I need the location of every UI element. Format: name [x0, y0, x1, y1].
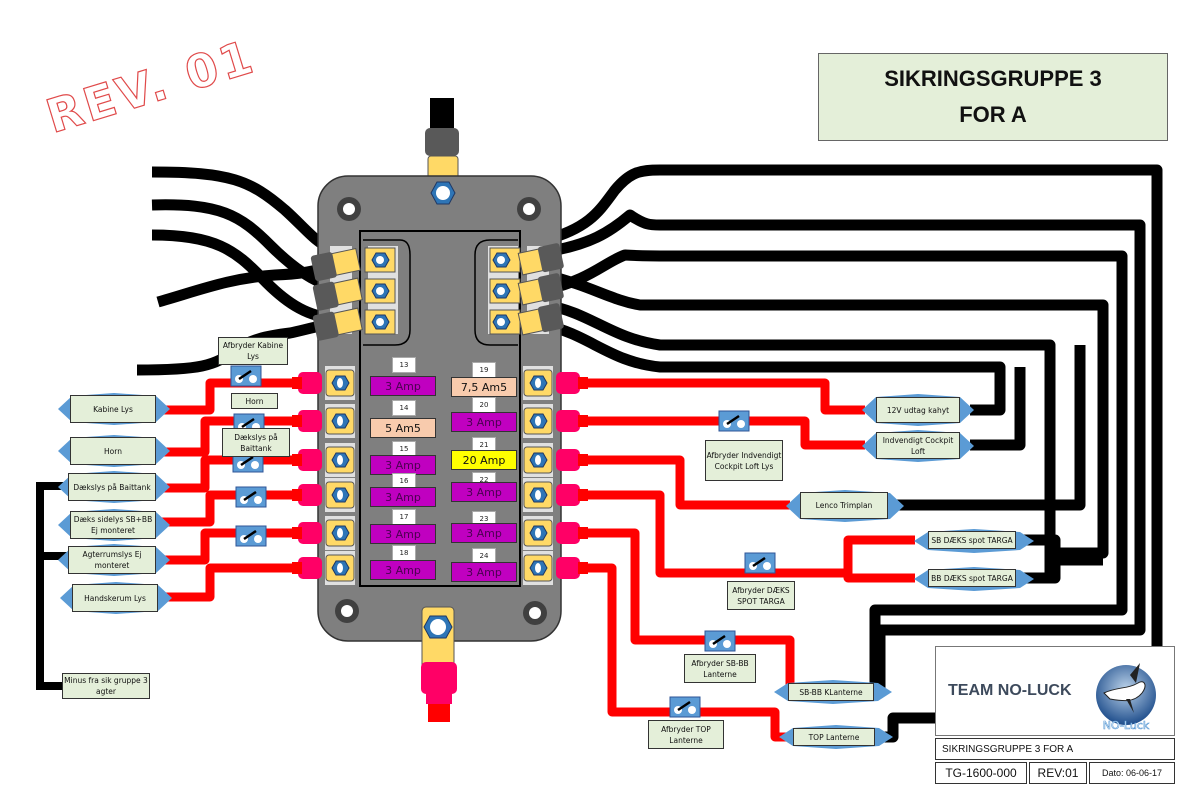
- positive-terminal: [292, 366, 355, 400]
- eider-duck-icon: [1103, 681, 1146, 702]
- title-block-header: TEAM NO-LUCK NO-Luck: [935, 646, 1175, 736]
- team-name: TEAM NO-LUCK: [948, 682, 1072, 699]
- positive-terminal: [523, 478, 588, 512]
- load-kabine-lys: Kabine Lys: [70, 395, 156, 423]
- positive-terminal: [292, 551, 355, 585]
- toggle-switch-icon[interactable]: [744, 552, 776, 574]
- load-daeks-sidelys: Dæks sidelys SB+BB Ej monteret: [70, 511, 156, 539]
- fuse-number: 19: [472, 362, 496, 378]
- switch-label-daekslys-baittank: Dækslys på Baittank: [222, 428, 290, 457]
- load-handskerum-lys: Handskerum Lys: [72, 584, 158, 612]
- fuse-14[interactable]: 5 Am5: [370, 418, 436, 438]
- negative-ring-terminals-right: [489, 243, 564, 336]
- positive-terminal: [523, 516, 588, 550]
- load-lenco-trimplan: Lenco Trimplan: [800, 492, 888, 519]
- neg-wire: [544, 209, 1146, 696]
- neg-wire: [543, 249, 1128, 688]
- load-top-lanterne: TOP Lanterne: [793, 728, 875, 746]
- fuse-number: 17: [392, 509, 416, 525]
- title-block-description: SIKRINGSGRUPPE 3 FOR A: [935, 738, 1175, 760]
- positive-terminal: [523, 366, 588, 400]
- positive-terminals-left: [292, 366, 355, 585]
- mounting-holes: [335, 197, 547, 625]
- fuse-22[interactable]: 3 Amp: [451, 482, 517, 502]
- logo-bottom-text: NO-Luck: [1103, 719, 1150, 732]
- fuse-18[interactable]: 3 Amp: [370, 560, 436, 580]
- switch-label-horn: Horn: [231, 393, 278, 409]
- neg-wire: [543, 164, 1163, 743]
- neg-wire: [543, 269, 1109, 559]
- toggle-switch-icon[interactable]: [235, 525, 267, 547]
- load-sb-daeks-spot: SB DÆKS spot TARGA: [928, 531, 1016, 549]
- fuse-19[interactable]: 7,5 Am5: [451, 377, 517, 397]
- load-daekslys-baittank: Dækslys på Baittank: [68, 473, 156, 501]
- load-bb-daeks-spot: BB DÆKS spot TARGA: [928, 569, 1016, 587]
- fuse-15[interactable]: 3 Amp: [370, 455, 436, 475]
- toggle-switch-icon[interactable]: [718, 410, 750, 432]
- fuse-20[interactable]: 3 Amp: [451, 412, 517, 432]
- switch-label-sb-bb-lanterne: Afbryder SB-BB Lanterne: [684, 654, 756, 683]
- fuse-23[interactable]: 3 Amp: [451, 523, 517, 543]
- fuse-number: 14: [392, 400, 416, 416]
- toggle-switch-icon[interactable]: [235, 486, 267, 508]
- drawing-number: TG-1600-000: [935, 762, 1027, 784]
- switch-label-kabine-lys: Afbryder Kabine Lys: [218, 337, 288, 365]
- positive-terminal: [292, 404, 355, 438]
- negative-ring-terminals-left: [310, 247, 396, 341]
- fuse-17[interactable]: 3 Amp: [370, 524, 436, 544]
- switches: [230, 365, 776, 718]
- negative-wires-right: [543, 164, 1163, 743]
- minus-source-label: Minus fra sik gruppe 3 agter: [62, 673, 150, 699]
- toggle-switch-icon[interactable]: [704, 630, 736, 652]
- neg-wire: [544, 299, 1056, 584]
- positive-terminal: [523, 551, 588, 585]
- load-horn: Horn: [70, 437, 156, 465]
- revision-number: REV:01: [1029, 762, 1087, 784]
- toggle-switch-icon[interactable]: [669, 696, 701, 718]
- positive-terminal: [292, 516, 355, 550]
- positive-terminal: [292, 478, 355, 512]
- neg-wire: [151, 166, 333, 254]
- fuse-16[interactable]: 3 Amp: [370, 487, 436, 507]
- switch-label-cockpit-loft: Afbryder Indvendigt Cockpit Loft Lys: [705, 440, 783, 481]
- switch-label-daeks-spot-targa: Afbryder DÆKS SPOT TARGA: [727, 581, 795, 610]
- neg-wire: [970, 367, 1026, 451]
- drawing-date: Dato: 06-06-17: [1089, 762, 1175, 784]
- load-indvendigt-cockpit: Indvendigt Cockpit Loft: [876, 432, 960, 459]
- diagram-title: SIKRINGSGRUPPE 3 FOR A: [818, 53, 1168, 141]
- positive-terminal: [292, 443, 355, 477]
- positive-terminal: [523, 443, 588, 477]
- neg-wire: [156, 262, 327, 308]
- load-12v-udtag: 12V udtag kahyt: [876, 397, 960, 423]
- positive-terminal: [523, 404, 588, 438]
- fuse-number: 15: [392, 441, 416, 457]
- positive-terminals-right: [523, 366, 588, 585]
- fuse-21[interactable]: 20 Amp: [451, 450, 517, 470]
- fuse-number: 13: [392, 357, 416, 373]
- title-block: TEAM NO-LUCK NO-Luck SIKRINGSGRUPPE 3 FO…: [935, 646, 1175, 784]
- title-line-2: FOR A: [959, 102, 1027, 127]
- main-positive-terminal: [421, 606, 457, 722]
- positive-wires-left: [158, 378, 300, 602]
- fuse-number: 20: [472, 397, 496, 413]
- load-agterrumslys: Agterrumslys Ej monteret: [68, 546, 156, 574]
- toggle-switch-icon[interactable]: [230, 365, 262, 387]
- fuse-24[interactable]: 3 Amp: [451, 562, 517, 582]
- switch-label-top-lanterne: Afbryder TOP Lanterne: [648, 720, 724, 749]
- fuse-13[interactable]: 3 Amp: [370, 376, 436, 396]
- title-line-1: SIKRINGSGRUPPE 3: [884, 66, 1102, 91]
- load-sb-bb-lanterne: SB-BB KLanterne: [788, 683, 874, 701]
- main-nut-top: [430, 181, 456, 205]
- team-logo: NO-Luck: [1096, 663, 1156, 732]
- neg-wire: [543, 319, 1006, 416]
- neg-wire: [890, 345, 1086, 511]
- fuse-number: 18: [392, 545, 416, 561]
- minus-bus: [36, 482, 70, 690]
